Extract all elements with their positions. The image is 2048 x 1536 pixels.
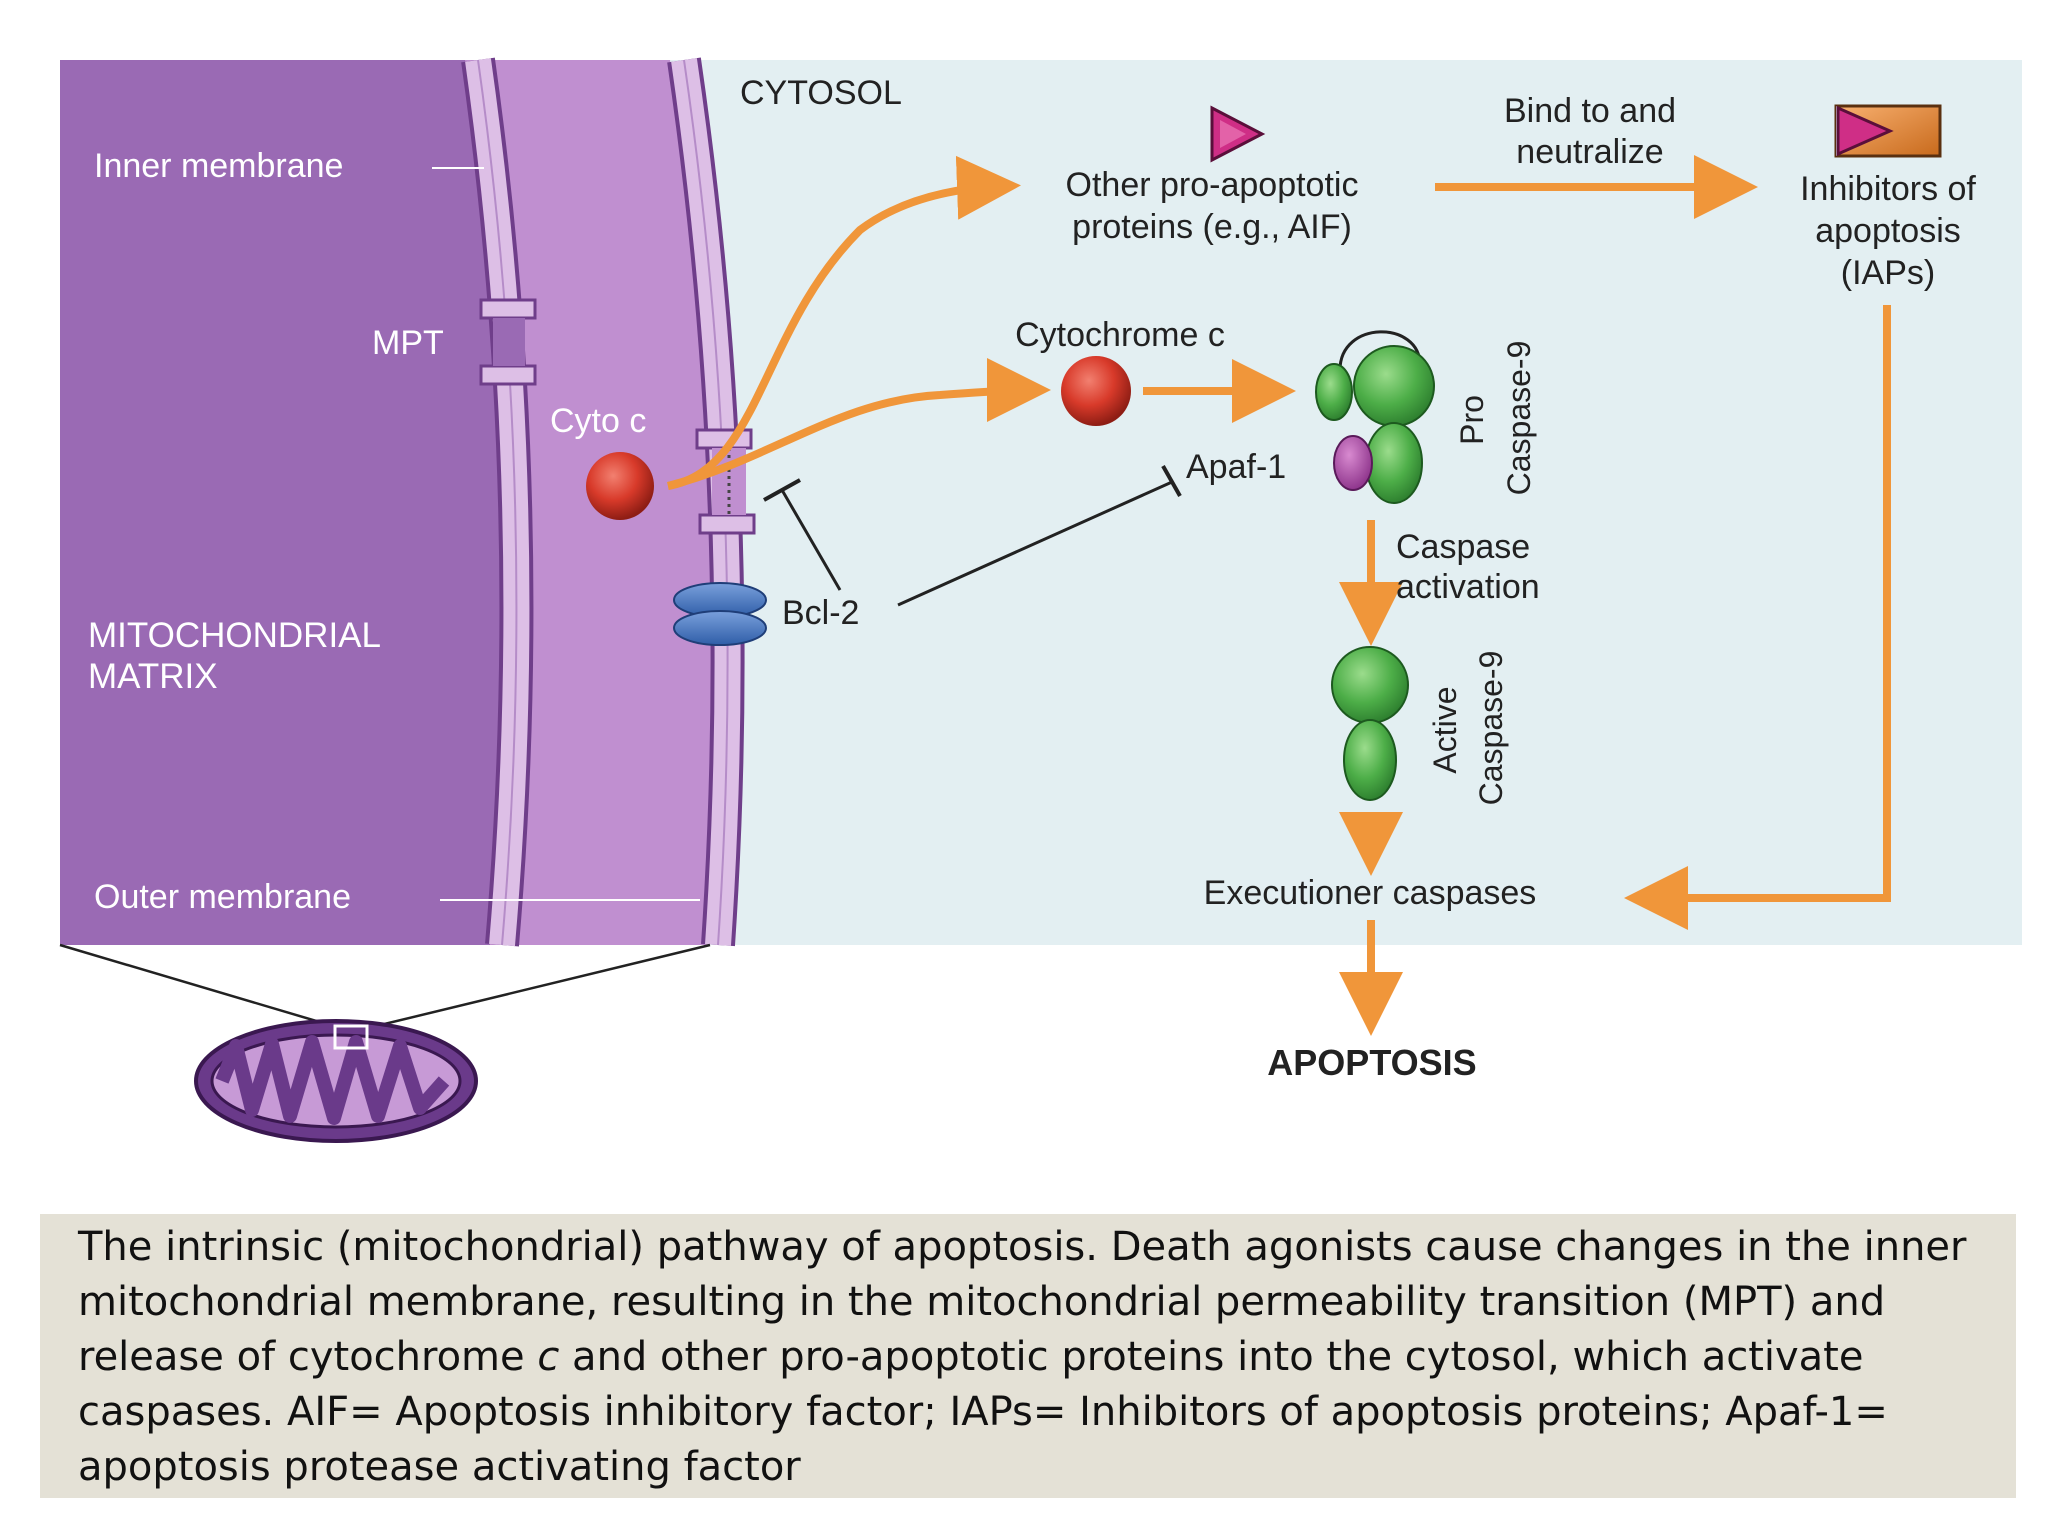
caption-italic-c: c xyxy=(537,1334,560,1380)
caption-text-part1: The intrinsic (mitochondrial) pathway of… xyxy=(78,1224,1967,1380)
bcl2-inhibits-apaf1 xyxy=(897,465,1182,607)
label-bind-line1: Bind to and xyxy=(1504,92,1676,130)
iap-icon xyxy=(1834,104,1942,158)
label-iap-line2: apoptosis xyxy=(1815,212,1961,250)
label-matrix-line1: MITOCHONDRIAL xyxy=(88,616,381,655)
zoom-lines xyxy=(59,943,711,1030)
label-cyto-c: Cyto c xyxy=(550,402,646,440)
label-bind-line2: neutralize xyxy=(1516,133,1663,171)
label-iap-line3: (IAPs) xyxy=(1841,254,1935,292)
pro-apoptotic-protein-icon xyxy=(1210,105,1266,163)
label-mpt: MPT xyxy=(372,324,444,362)
cyto-c-molecule xyxy=(586,452,654,520)
figure-caption: The intrinsic (mitochondrial) pathway of… xyxy=(40,1214,2016,1498)
label-other-proteins-line2: proteins (e.g., AIF) xyxy=(1072,208,1352,246)
cytochrome-c-molecule xyxy=(1061,356,1131,426)
label-pro: Pro xyxy=(1454,395,1490,445)
label-cytosol: CYTOSOL xyxy=(740,74,902,112)
label-bcl2: Bcl-2 xyxy=(782,594,859,632)
active-caspase9 xyxy=(1331,646,1409,801)
label-active-caspase9: Caspase-9 xyxy=(1473,651,1509,806)
label-caspase-activation-line2: activation xyxy=(1396,568,1540,606)
mitochondrial-matrix-region xyxy=(60,60,503,945)
bcl2-protein xyxy=(673,582,767,646)
arrow-release-other-proteins xyxy=(667,155,1021,490)
mpt-pore xyxy=(479,298,537,386)
bcl2-inhibits-release xyxy=(763,478,842,591)
label-pro-caspase9: Caspase-9 xyxy=(1501,341,1537,496)
label-outer-membrane: Outer membrane xyxy=(94,878,351,916)
label-apaf1: Apaf-1 xyxy=(1186,448,1286,486)
caption-text-part2: and other pro-apoptotic proteins into th… xyxy=(78,1334,1888,1490)
label-caspase-activation-line1: Caspase xyxy=(1396,528,1530,566)
label-matrix-line2: MATRIX xyxy=(88,657,218,696)
mitochondrion-icon xyxy=(194,1019,478,1143)
label-apoptosis: APOPTOSIS xyxy=(1267,1042,1476,1083)
inner-membrane xyxy=(461,57,534,947)
arrow-iap-to-executioner xyxy=(1624,305,1891,930)
label-cytochrome-c: Cytochrome c xyxy=(1015,316,1225,354)
label-iap-line1: Inhibitors of xyxy=(1800,170,1976,208)
pro-caspase9-complex xyxy=(1315,330,1435,504)
label-executioner-caspases: Executioner caspases xyxy=(1204,874,1537,912)
label-other-proteins-line1: Other pro-apoptotic xyxy=(1066,166,1359,204)
arrow-release-cytochrome xyxy=(667,358,1051,490)
label-active: Active xyxy=(1427,686,1463,773)
label-inner-membrane: Inner membrane xyxy=(94,147,343,185)
